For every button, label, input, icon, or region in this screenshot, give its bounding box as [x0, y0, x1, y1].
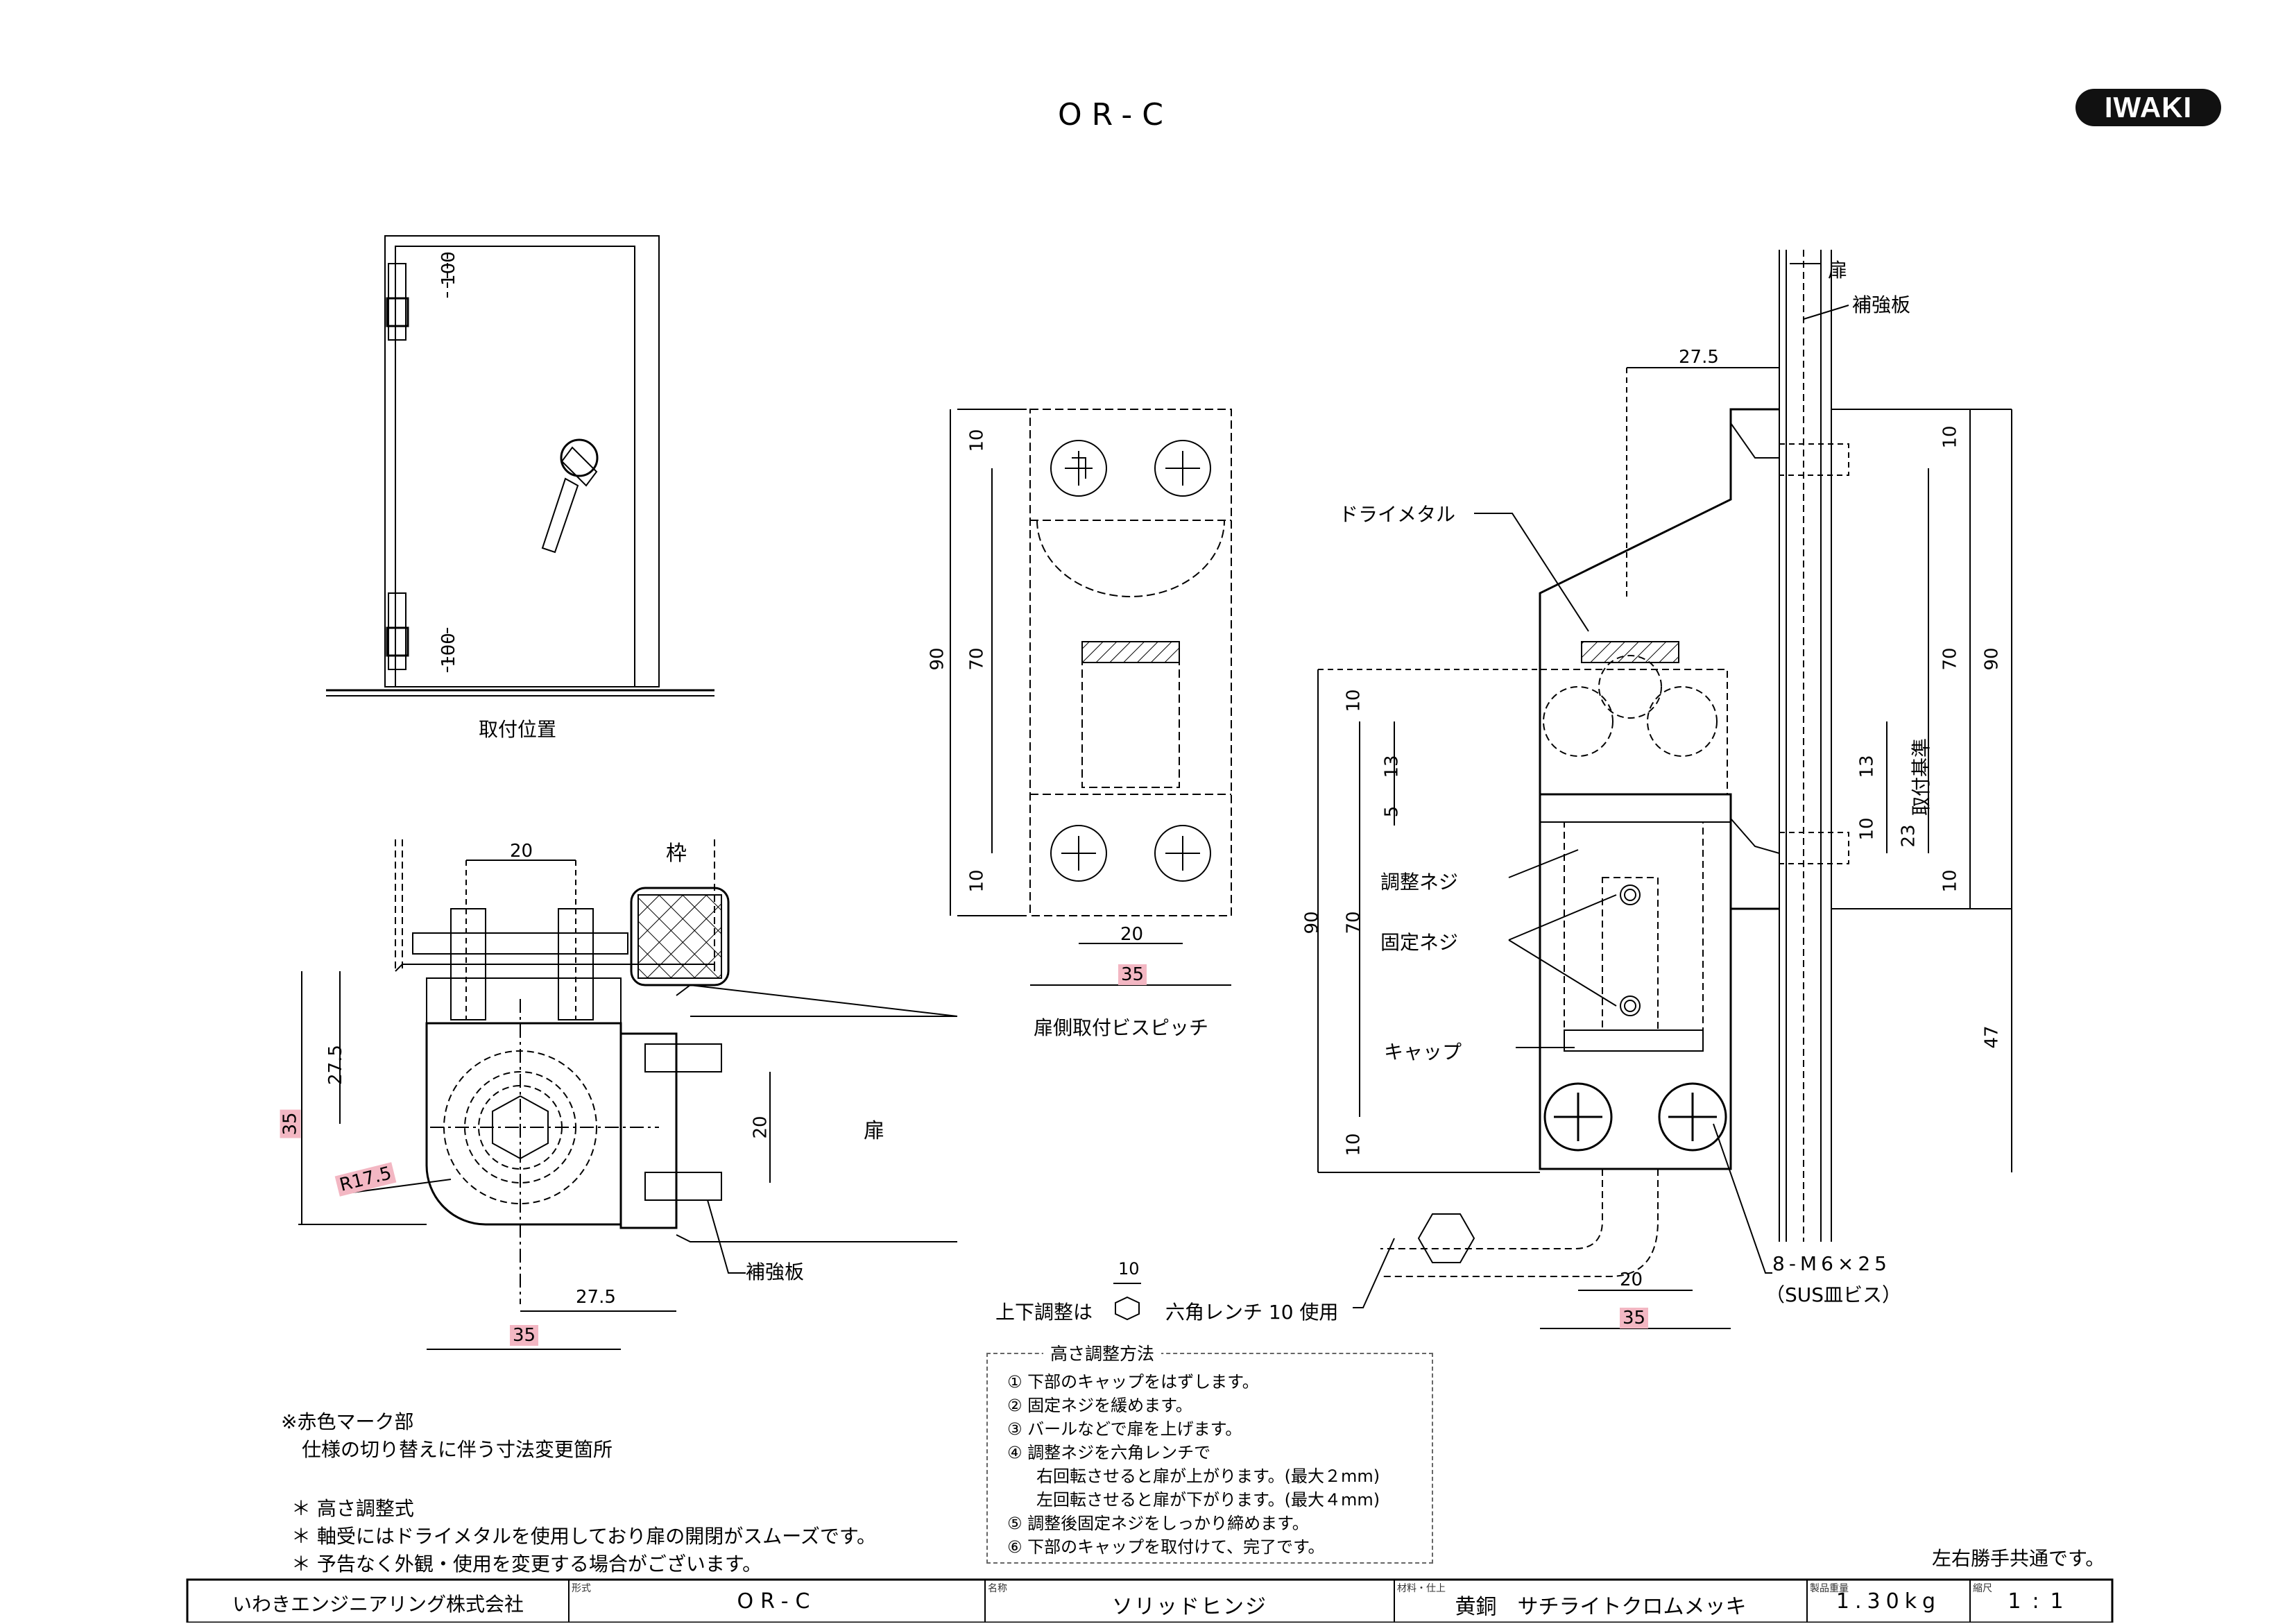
side-l-90: 90: [1301, 911, 1323, 934]
side-r-23: 23: [1898, 824, 1919, 848]
adjust-method-heading: 高さ調整方法: [1043, 1340, 1162, 1365]
model-value: OR-C: [737, 1589, 817, 1614]
adjust-step: 右回転させると扉が上がります。(最大２mm): [1036, 1467, 1380, 1486]
feature-notes: ＊ 高さ調整式 ＊ 軸受にはドライメタルを使用しており扉の開閉がスムーズです。 …: [291, 1495, 876, 1578]
side-r-47: 47: [1981, 1025, 2003, 1049]
screws-note: （SUS皿ビス）: [1765, 1283, 1902, 1306]
scale-value: 1:1: [2008, 1589, 2075, 1614]
dim-100-top: 100: [438, 251, 459, 286]
material-cell: 材料・仕上 黄銅 サチライトクロムメッキ: [1394, 1580, 1807, 1623]
pitch-dim-10-top: 10: [966, 429, 988, 452]
title-block: いわきエンジニアリング株式会社 形式 OR-C 名称 ソリッドヒンジ 材料・仕上…: [187, 1580, 2112, 1624]
adjust-step: ③ バールなどで扉を上げます。: [1007, 1419, 1242, 1439]
side-l-10-top: 10: [1343, 689, 1364, 712]
side-plate-label: 補強板: [1852, 293, 1911, 316]
plan-dim-27-5-h: 27.5: [576, 1287, 616, 1308]
iwaki-logo: IWAKI: [2075, 89, 2221, 126]
side-l-5: 5: [1381, 805, 1403, 818]
hex-note-left: 上下調整は: [995, 1301, 1093, 1324]
cap-label: キャップ: [1384, 1041, 1462, 1063]
note-bullet: ＊ 軸受にはドライメタルを使用しており扉の開閉がスムーズです。: [291, 1525, 877, 1548]
plate-label: 補強板: [746, 1260, 805, 1283]
plan-dim-35-v: 35: [280, 1109, 301, 1138]
hex-note-right: 六角レンチ 10 使用: [1165, 1301, 1339, 1324]
side-r-10-mid: 10: [1856, 817, 1878, 841]
weight-cell: 製品重量 1.30kg: [1807, 1580, 1970, 1623]
company-cell: いわきエンジニアリング株式会社: [187, 1580, 569, 1623]
side-dim-27-5: 27.5: [1679, 347, 1719, 368]
plan-section-view: [298, 839, 958, 1350]
screws-label: 8-M6×25: [1772, 1252, 1891, 1275]
fix-screw-label: 固定ネジ: [1380, 931, 1459, 954]
adjust-method-box: 高さ調整方法 ① 下部のキャップをはずします。 ② 固定ネジを緩めます。 ③ バ…: [986, 1340, 1433, 1564]
adjust-step: ⑤ 調整後固定ネジをしっかり締めます。: [1007, 1514, 1309, 1533]
drawing-title: OR-C: [1058, 97, 1174, 133]
side-r-70: 70: [1940, 647, 1961, 671]
material-caption: 材料・仕上: [1397, 1583, 1446, 1594]
dry-metal-label: ドライメタル: [1339, 503, 1456, 526]
install-caption: 取付位置: [479, 718, 557, 741]
adjust-step: ① 下部のキャップをはずします。: [1007, 1372, 1259, 1392]
pitch-dim-35: 35: [1118, 964, 1147, 985]
pitch-caption: 扉側取付ビスピッチ: [1034, 1016, 1209, 1039]
model-cell: 形式 OR-C: [569, 1580, 985, 1623]
name-cell: 名称 ソリッドヒンジ: [985, 1580, 1394, 1623]
frame-label: 枠: [666, 841, 687, 866]
pitch-dim-70: 70: [966, 647, 988, 671]
plan-dim-27-5-v: 27.5: [325, 1045, 346, 1085]
plan-dim-20: 20: [510, 841, 533, 862]
side-door-label: 扉: [1828, 259, 1848, 282]
side-r-13: 13: [1856, 755, 1878, 778]
name-value: ソリッドヒンジ: [1112, 1595, 1267, 1619]
side-r-10-low: 10: [1940, 869, 1961, 893]
pitch-dim-10-bottom: 10: [966, 869, 988, 893]
adjust-step: 左回転させると扉が下がります。(最大４mm): [1036, 1490, 1380, 1510]
note-bullet: ＊ 高さ調整式: [291, 1497, 414, 1520]
hex-dim: 10: [1118, 1259, 1140, 1279]
company-name: いわきエンジニアリング株式会社: [232, 1593, 524, 1616]
side-l-10-bottom: 10: [1343, 1133, 1364, 1156]
side-r-90: 90: [1981, 647, 2003, 671]
material-value: 黄銅 サチライトクロムメッキ: [1455, 1595, 1747, 1619]
screw-pitch-view: [950, 409, 1232, 986]
side-l-70: 70: [1343, 911, 1364, 934]
pitch-dim-90: 90: [927, 647, 948, 671]
red-mark-note: ※赤色マーク部 仕様の切り替えに伴う寸法変更箇所: [281, 1408, 613, 1464]
adjust-screw-label: 調整ネジ: [1380, 871, 1459, 894]
side-r-10-top: 10: [1940, 425, 1961, 449]
plan-dim-35-h: 35: [510, 1325, 539, 1346]
side-dim-35: 35: [1620, 1308, 1649, 1328]
weight-value: 1.30kg: [1835, 1589, 1942, 1614]
red-mark-line-1: ※赤色マーク部: [281, 1410, 414, 1433]
note-bullet: ＊ 予告なく外観・使用を変更する場合がございます。: [291, 1553, 762, 1575]
plan-dim-20-v: 20: [750, 1116, 771, 1139]
door-label: 扉: [864, 1119, 884, 1143]
scale-cell: 縮尺 1:1: [1970, 1580, 2112, 1623]
dim-100-bottom: 100: [438, 633, 459, 667]
title-block-lines: [186, 1578, 2114, 1623]
install-position-view: [326, 235, 714, 696]
weight-caption: 製品重量: [1810, 1583, 1849, 1594]
scale-caption: 縮尺: [1973, 1583, 1992, 1594]
red-mark-line-2: 仕様の切り替えに伴う寸法変更箇所: [302, 1438, 613, 1461]
pitch-dim-20: 20: [1120, 924, 1144, 945]
side-elevation-view: [1113, 250, 2012, 1329]
adjust-step: ⑥ 下部のキャップを取付けて、完了です。: [1007, 1537, 1325, 1557]
side-l-13: 13: [1381, 755, 1403, 778]
model-caption: 形式: [572, 1583, 591, 1594]
adjust-step: ② 固定ネジを緩めます。: [1007, 1396, 1192, 1415]
name-caption: 名称: [988, 1583, 1007, 1594]
side-r-ref: 取付基準: [1910, 737, 1933, 817]
adjust-step: ④ 調整ネジを六角レンチで: [1007, 1443, 1211, 1462]
side-dim-20: 20: [1620, 1270, 1643, 1290]
common-note: 左右勝手共通です。: [1932, 1547, 2105, 1570]
